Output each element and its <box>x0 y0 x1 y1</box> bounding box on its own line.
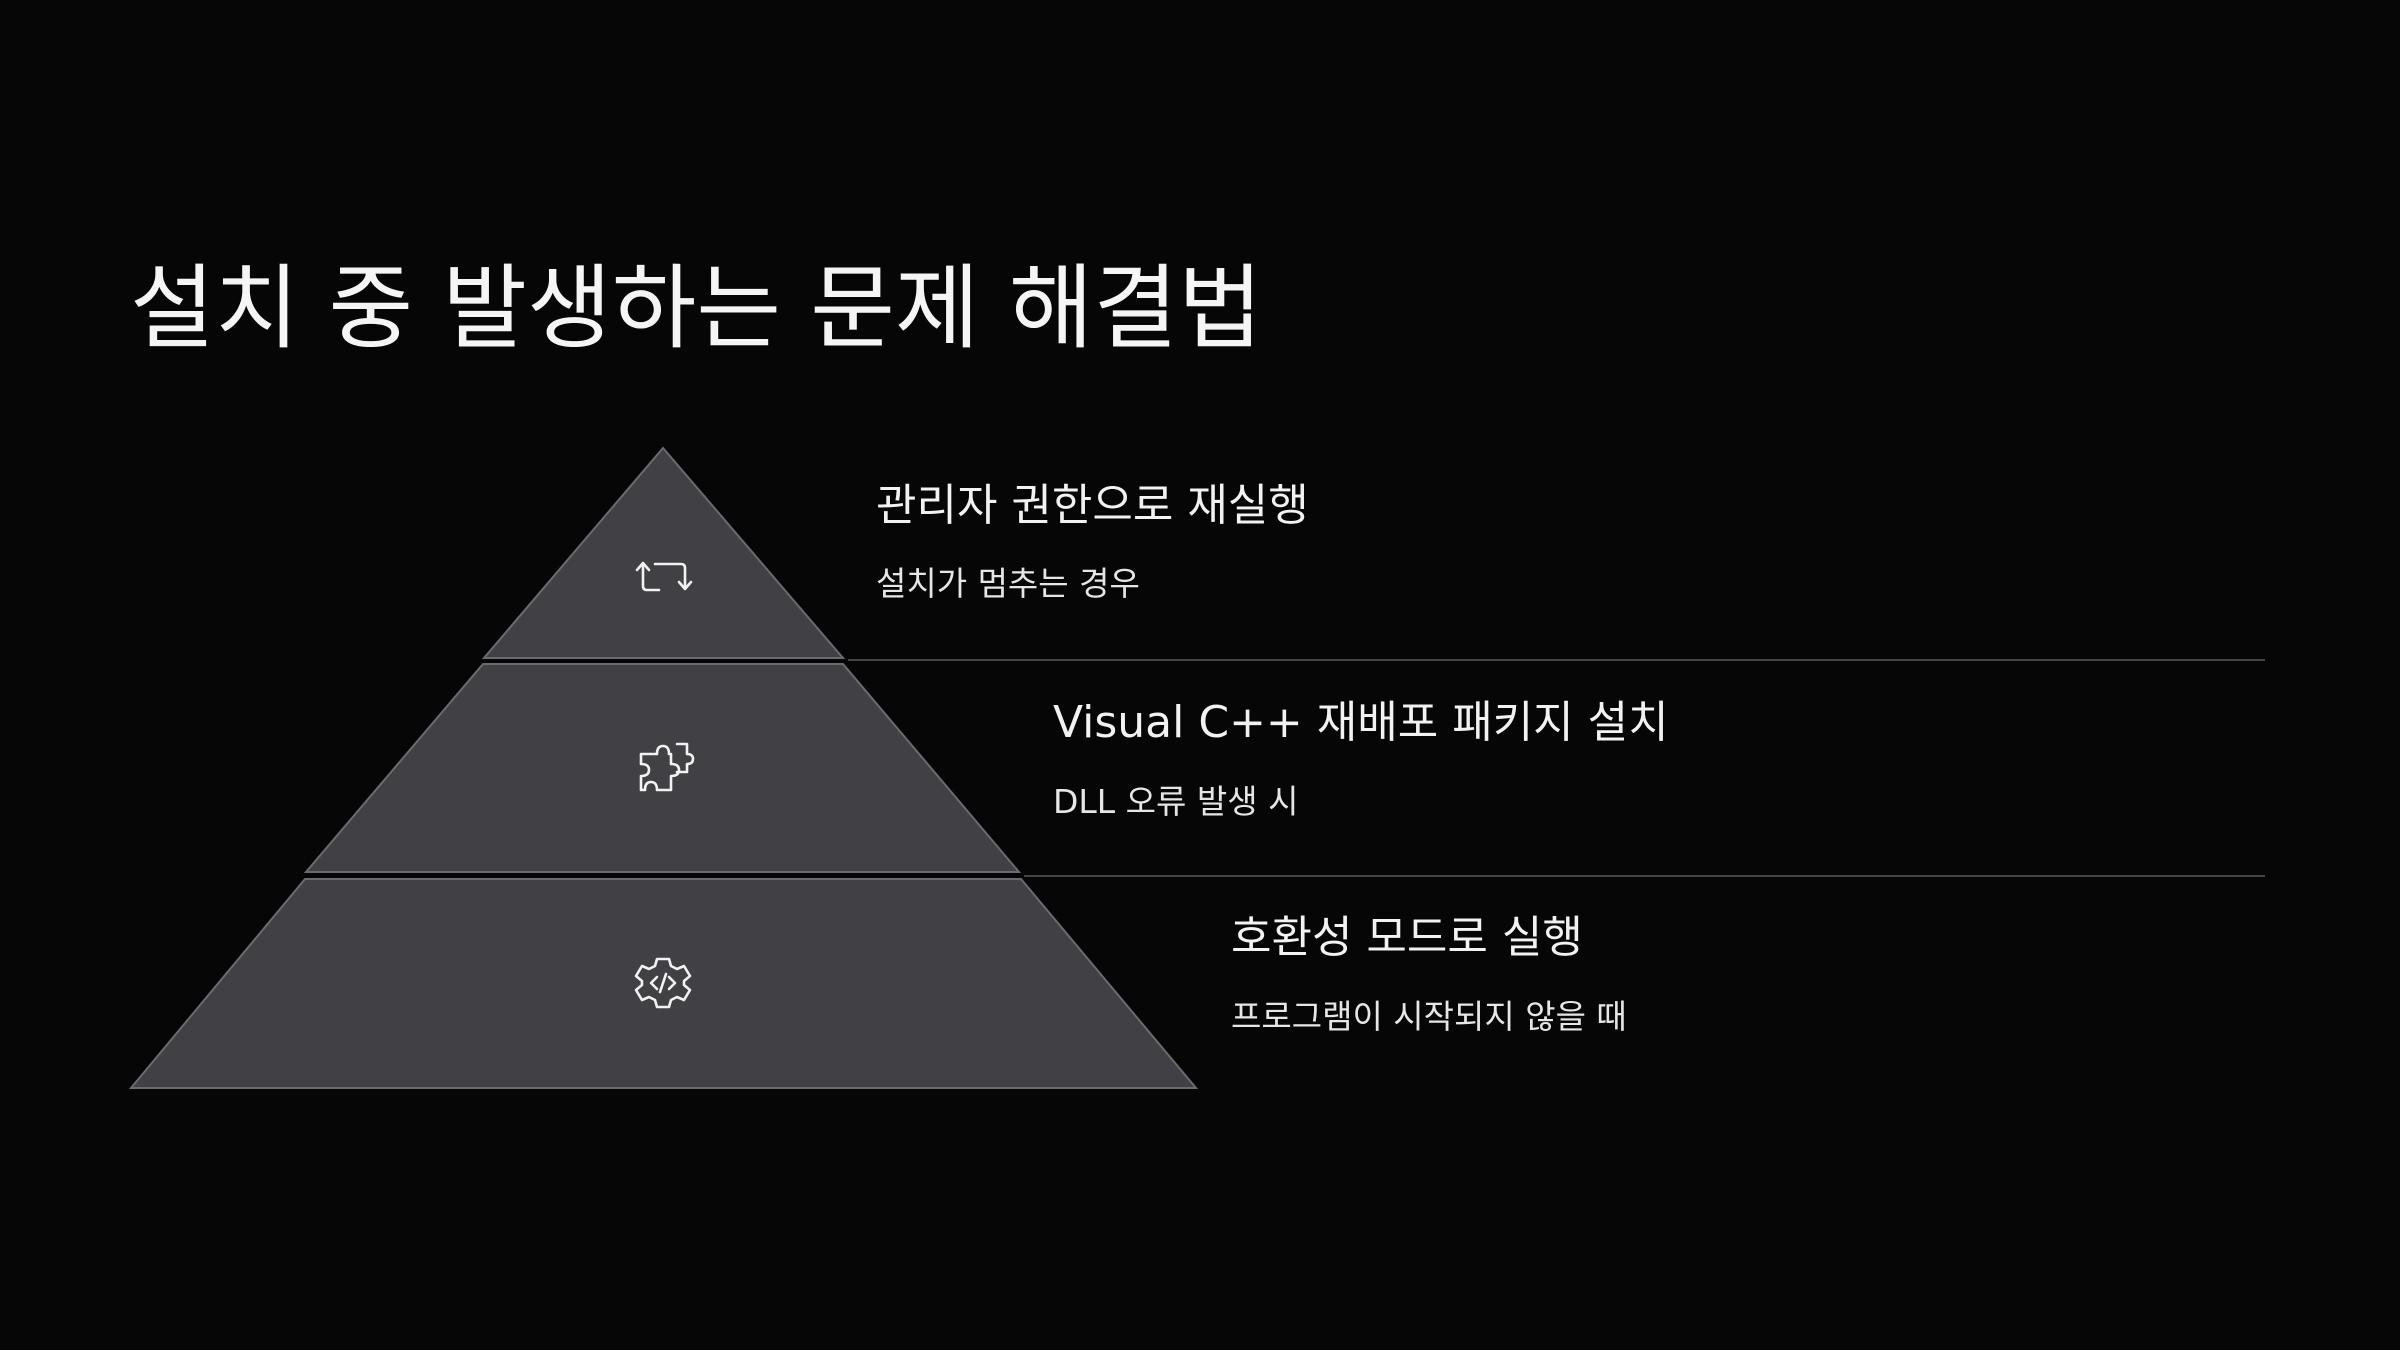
repeat-icon <box>635 561 693 592</box>
tier-3-title: 호환성 모드로 실행 <box>1231 912 1583 963</box>
tier-2-title: Visual C++ 재배포 패키지 설치 <box>1053 697 1669 748</box>
page-title: 설치 중 발생하는 문제 해결법 <box>130 255 1263 362</box>
tier-1-description: 설치가 멈추는 경우 <box>876 564 1140 603</box>
tier-2-description: DLL 오류 발생 시 <box>1053 782 1299 821</box>
puzzle-icon <box>639 742 695 792</box>
tier-1-title: 관리자 권한으로 재실행 <box>876 480 1309 531</box>
pyramid-tier-1 <box>481 446 846 659</box>
gear-code-icon <box>634 957 692 1009</box>
pyramid-tier-2 <box>303 663 1022 873</box>
tier-3-description: 프로그램이 시작되지 않을 때 <box>1231 997 1627 1036</box>
